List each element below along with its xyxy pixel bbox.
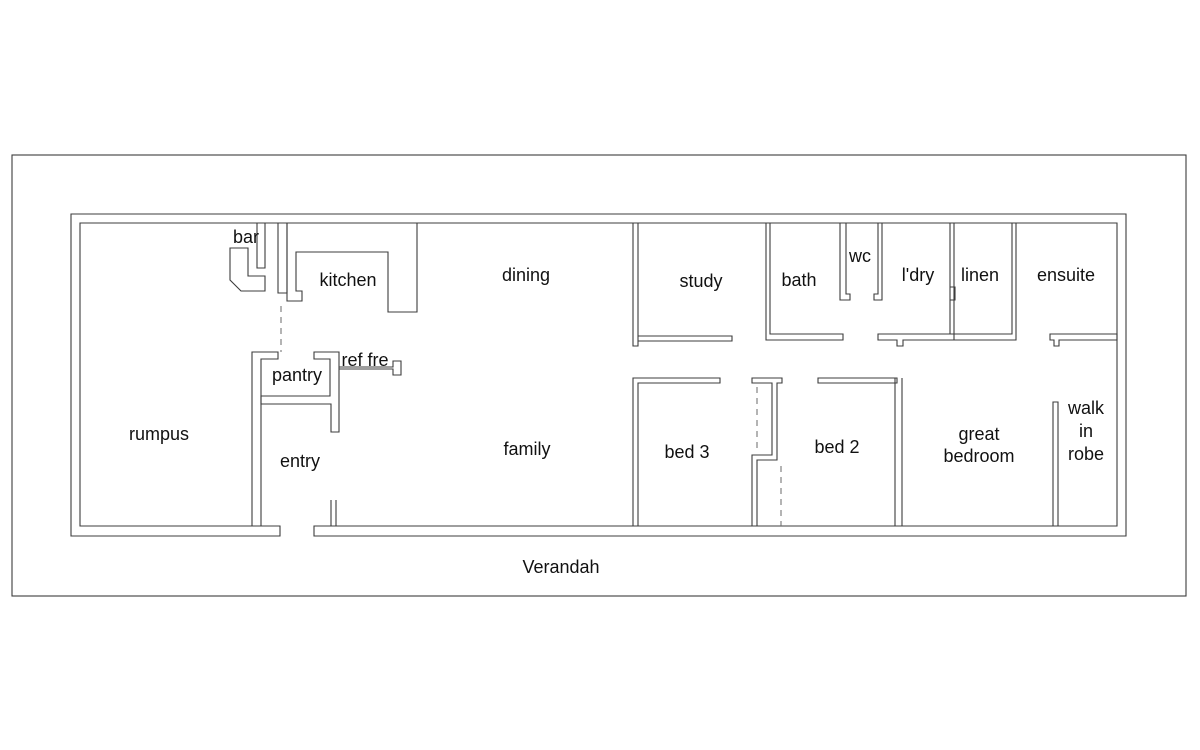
label-laundry: l'dry — [902, 265, 934, 285]
label-bath: bath — [781, 270, 816, 290]
label-walk-in-robe-3: robe — [1068, 444, 1104, 464]
label-linen: linen — [961, 265, 999, 285]
label-entry: entry — [280, 451, 320, 471]
verandah-boundary — [11, 154, 1187, 597]
label-family: family — [503, 439, 550, 459]
label-bed2: bed 2 — [814, 437, 859, 457]
room-labels: bar kitchen dining study bath wc l'dry l… — [129, 227, 1105, 471]
dashed-openings — [280, 306, 782, 526]
label-great-bedroom-1: great — [958, 424, 999, 444]
label-ref-fre: ref fre — [341, 350, 388, 370]
label-kitchen: kitchen — [319, 270, 376, 290]
label-dining: dining — [502, 265, 550, 285]
label-walk-in-robe-1: walk — [1067, 398, 1105, 418]
label-study: study — [679, 271, 722, 291]
exterior-walls — [70, 213, 1127, 537]
label-bed3: bed 3 — [664, 442, 709, 462]
label-rumpus: rumpus — [129, 424, 189, 444]
label-wc: wc — [848, 246, 871, 266]
label-pantry: pantry — [272, 365, 322, 385]
label-great-bedroom-2: bedroom — [943, 446, 1014, 466]
label-verandah: Verandah — [522, 557, 599, 577]
label-ensuite: ensuite — [1037, 265, 1095, 285]
label-walk-in-robe-2: in — [1079, 421, 1093, 441]
label-bar: bar — [233, 227, 259, 247]
interior-walls — [229, 222, 1118, 527]
